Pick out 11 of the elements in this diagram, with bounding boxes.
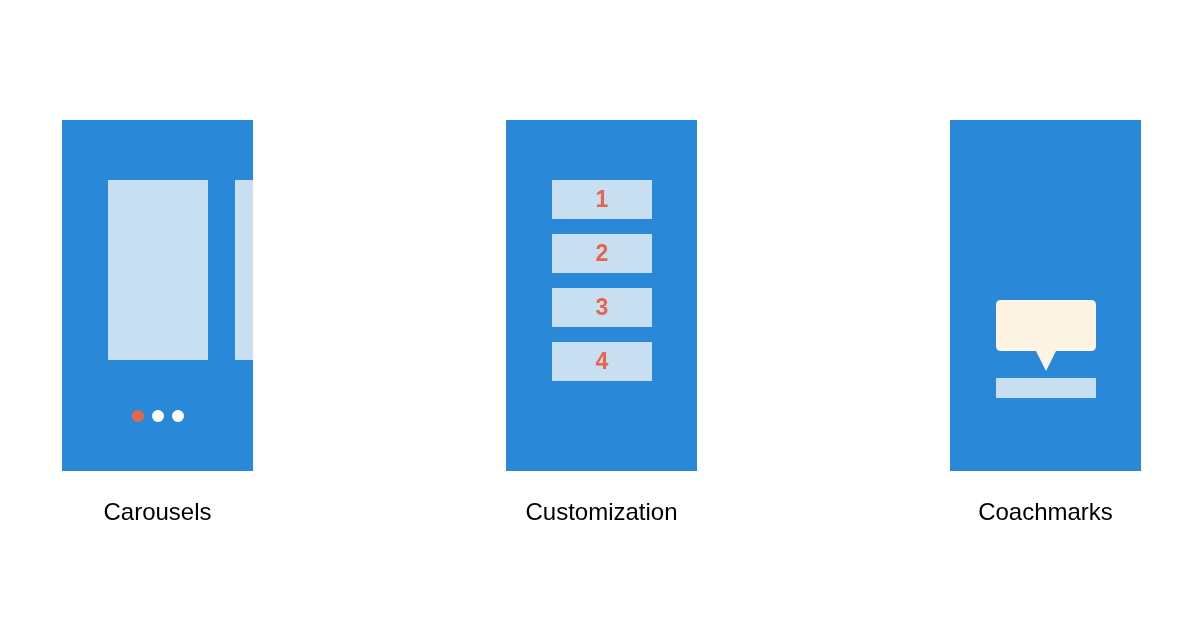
partial-carousel-card [235,180,253,360]
list-item: 3 [552,288,652,327]
speech-bubble [996,300,1096,371]
list-item: 4 [552,342,652,381]
screen-caption: Customization [525,497,678,526]
carousel-card [108,180,208,360]
screen-caption: Carousels [103,497,212,526]
screen-caption: Coachmarks [978,497,1113,526]
list-item: 2 [552,234,652,273]
highlighted-bar [996,378,1096,398]
list-item: 1 [552,180,652,219]
